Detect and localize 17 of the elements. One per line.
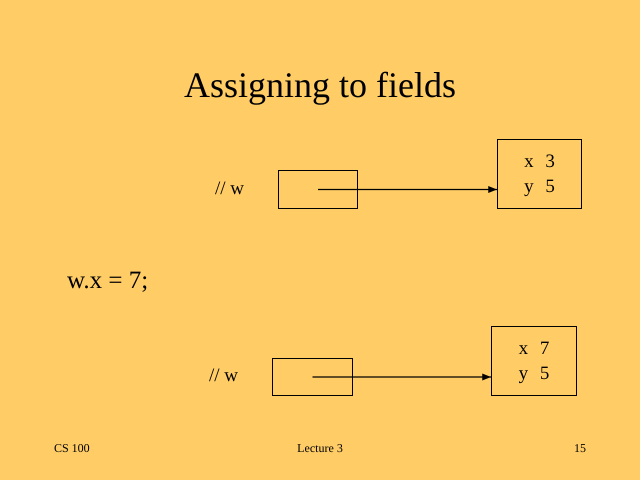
arrow <box>318 186 497 193</box>
arrow <box>312 374 491 380</box>
code-statement: w.x = 7; <box>67 266 148 296</box>
object-box <box>491 326 577 396</box>
footer-text: Lecture 3 <box>297 441 343 455</box>
field-value: x 7 <box>518 337 550 361</box>
variable-label: // w <box>215 178 244 200</box>
object-box <box>497 139 582 209</box>
footer-text: CS 100 <box>54 441 90 455</box>
variable-label: // w <box>209 365 238 387</box>
field-value: y 5 <box>524 175 555 199</box>
page-number: 15 <box>574 441 586 455</box>
variable-box <box>278 170 358 209</box>
slide-title: Assigning to fields <box>184 64 456 106</box>
variable-box <box>272 358 353 396</box>
field-value: y 5 <box>518 362 550 386</box>
field-value: x 3 <box>524 150 555 174</box>
